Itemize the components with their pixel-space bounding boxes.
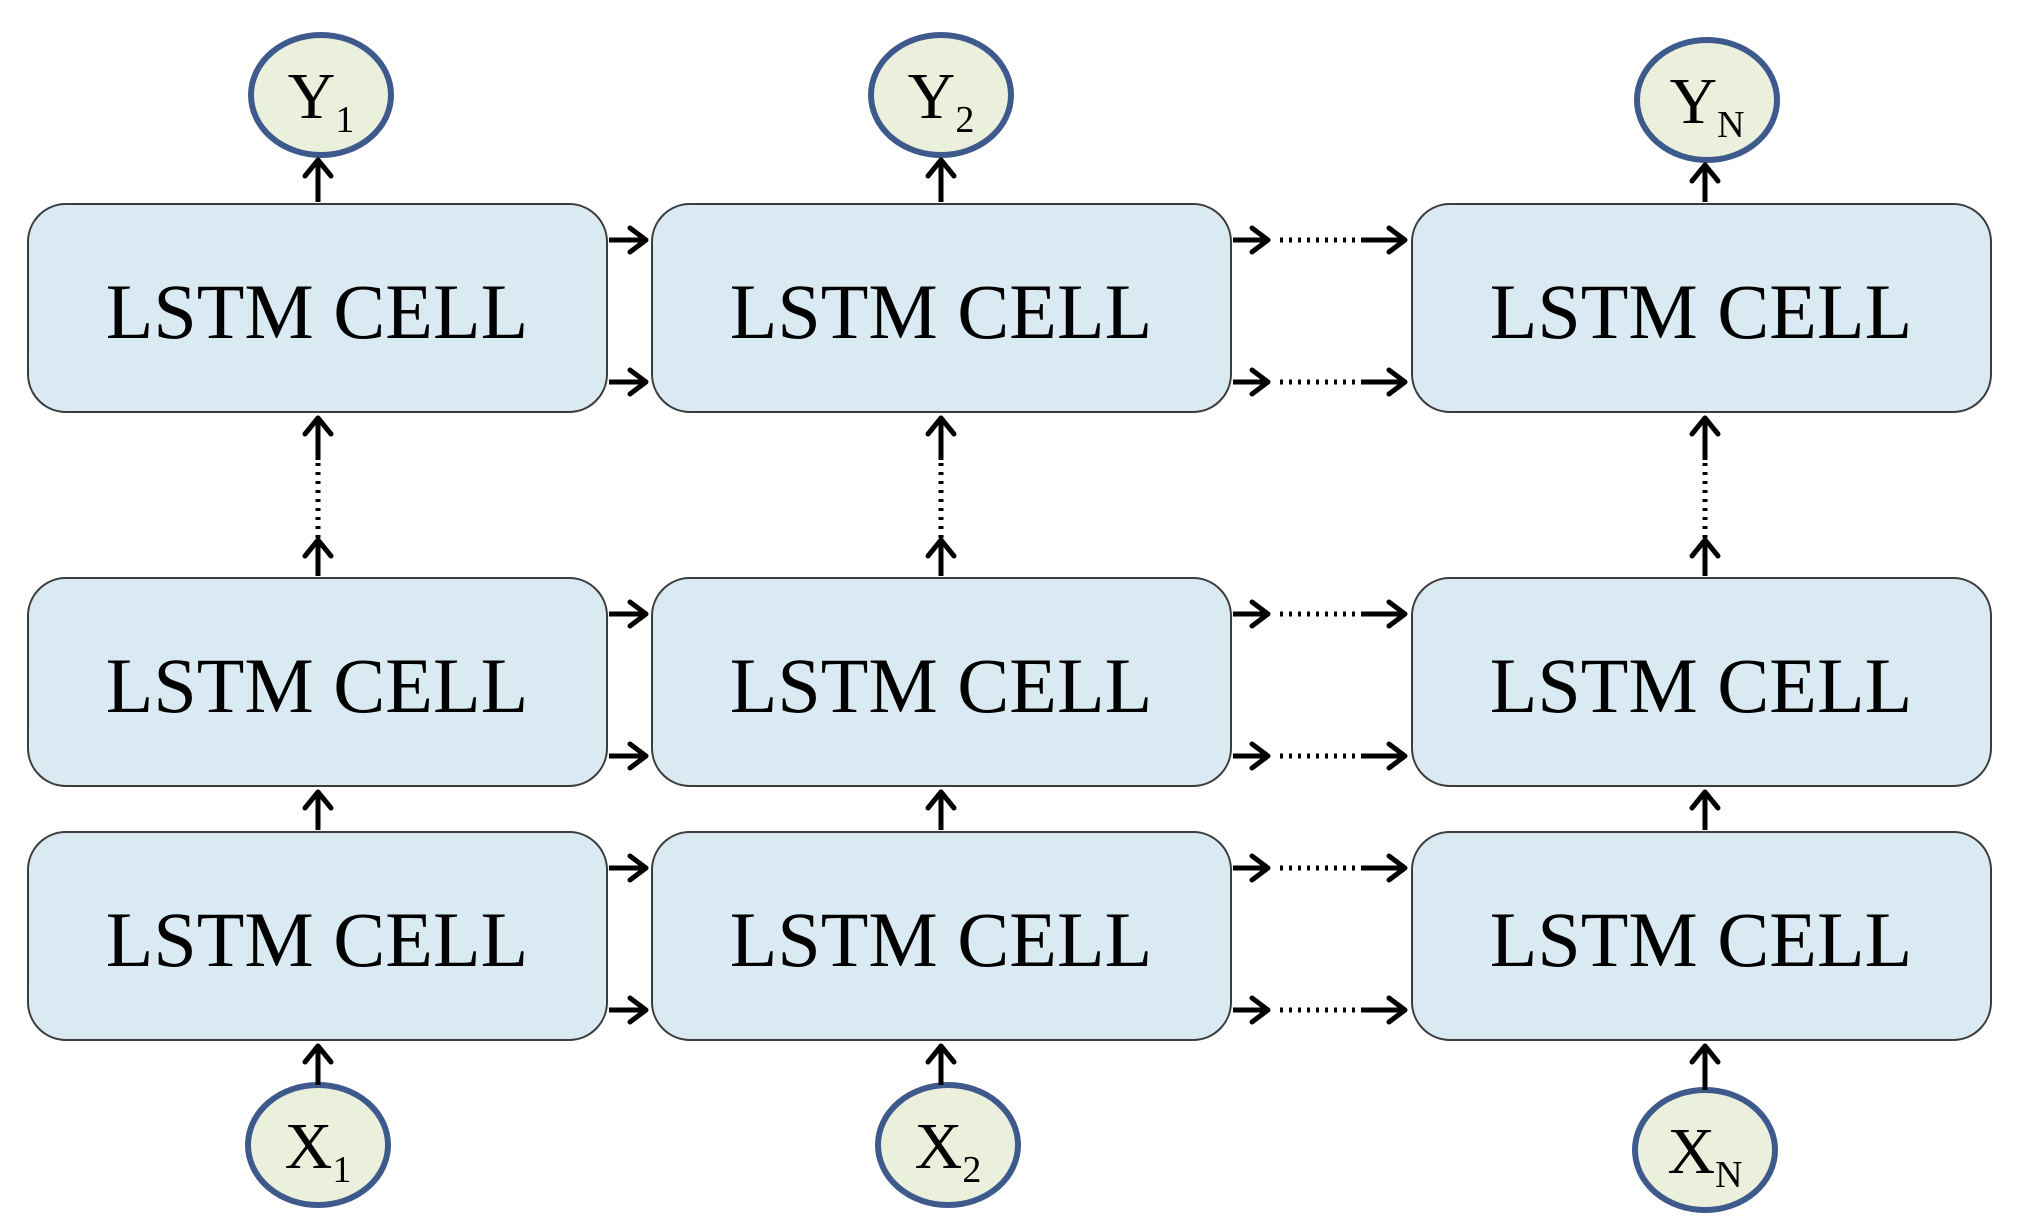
svg-text:X1: X1 xyxy=(285,1110,352,1191)
lstm-cell-r2c1-label: LSTM CELL xyxy=(106,642,529,729)
svg-text:X2: X2 xyxy=(915,1110,982,1191)
output-node-n-letter: Y xyxy=(1669,65,1717,138)
arrow-r3-r2-col1 xyxy=(302,789,334,830)
lstm-cell-r2c2-label: LSTM CELL xyxy=(730,642,1153,729)
arrow-input-2 xyxy=(925,1043,957,1085)
arrows-col2-col3 xyxy=(1233,225,1408,1025)
lstm-cell-r1c2: LSTM CELL xyxy=(651,203,1232,413)
arrow-input-n xyxy=(1689,1043,1721,1090)
input-node-n: XN xyxy=(1632,1087,1778,1213)
output-node-2-letter: Y xyxy=(908,60,956,133)
lstm-cell-r3c2: LSTM CELL xyxy=(651,831,1232,1041)
arrow-output-1 xyxy=(302,157,334,202)
lstm-cell-r1c1: LSTM CELL xyxy=(27,203,608,413)
lstm-cell-r2c1: LSTM CELL xyxy=(27,577,608,787)
arrow-r2-r1-col3 xyxy=(1689,415,1721,576)
output-node-1-subscript: 1 xyxy=(335,99,354,141)
lstm-cell-r3c3: LSTM CELL xyxy=(1411,831,1992,1041)
svg-text:XN: XN xyxy=(1667,1115,1742,1196)
svg-text:Y1: Y1 xyxy=(288,60,355,141)
arrow-output-n xyxy=(1689,162,1721,202)
lstm-cell-r2c3: LSTM CELL xyxy=(1411,577,1992,787)
output-node-n-subscript: N xyxy=(1717,104,1744,146)
input-node-1-letter: X xyxy=(285,1110,333,1183)
arrow-input-1 xyxy=(302,1043,334,1085)
lstm-cell-r3c1: LSTM CELL xyxy=(27,831,608,1041)
arrows xyxy=(302,157,1721,1090)
input-node-2-letter: X xyxy=(915,1110,963,1183)
input-node-n-subscript: N xyxy=(1715,1154,1742,1196)
arrow-r2-r1-col1 xyxy=(302,415,334,576)
lstm-cell-r1c3: LSTM CELL xyxy=(1411,203,1992,413)
output-node-2: Y2 xyxy=(868,32,1014,158)
lstm-cell-r1c3-label: LSTM CELL xyxy=(1490,268,1913,355)
lstm-cell-r3c3-label: LSTM CELL xyxy=(1490,896,1913,983)
arrows-col1-col2 xyxy=(609,225,649,1025)
lstm-cell-r2c3-label: LSTM CELL xyxy=(1490,642,1913,729)
svg-text:YN: YN xyxy=(1669,65,1744,146)
input-node-2: X2 xyxy=(875,1082,1021,1208)
output-node-1: Y1 xyxy=(248,32,394,158)
lstm-cell-r3c1-label: LSTM CELL xyxy=(106,896,529,983)
input-node-1-subscript: 1 xyxy=(332,1149,351,1191)
arrow-output-2 xyxy=(925,157,957,202)
input-node-n-letter: X xyxy=(1667,1115,1715,1188)
lstm-cell-r2c2: LSTM CELL xyxy=(651,577,1232,787)
lstm-cell-r1c1-label: LSTM CELL xyxy=(106,268,529,355)
arrow-r3-r2-col3 xyxy=(1689,789,1721,830)
arrow-r2-r1-col2 xyxy=(925,415,957,576)
arrow-r3-r2-col2 xyxy=(925,789,957,830)
output-node-n: YN xyxy=(1634,37,1780,163)
output-node-1-letter: Y xyxy=(288,60,336,133)
output-node-2-subscript: 2 xyxy=(955,99,974,141)
lstm-cell-r3c2-label: LSTM CELL xyxy=(730,896,1153,983)
input-node-1: X1 xyxy=(245,1082,391,1208)
lstm-cell-r1c2-label: LSTM CELL xyxy=(730,268,1153,355)
input-node-2-subscript: 2 xyxy=(962,1149,981,1191)
svg-text:Y2: Y2 xyxy=(908,60,975,141)
